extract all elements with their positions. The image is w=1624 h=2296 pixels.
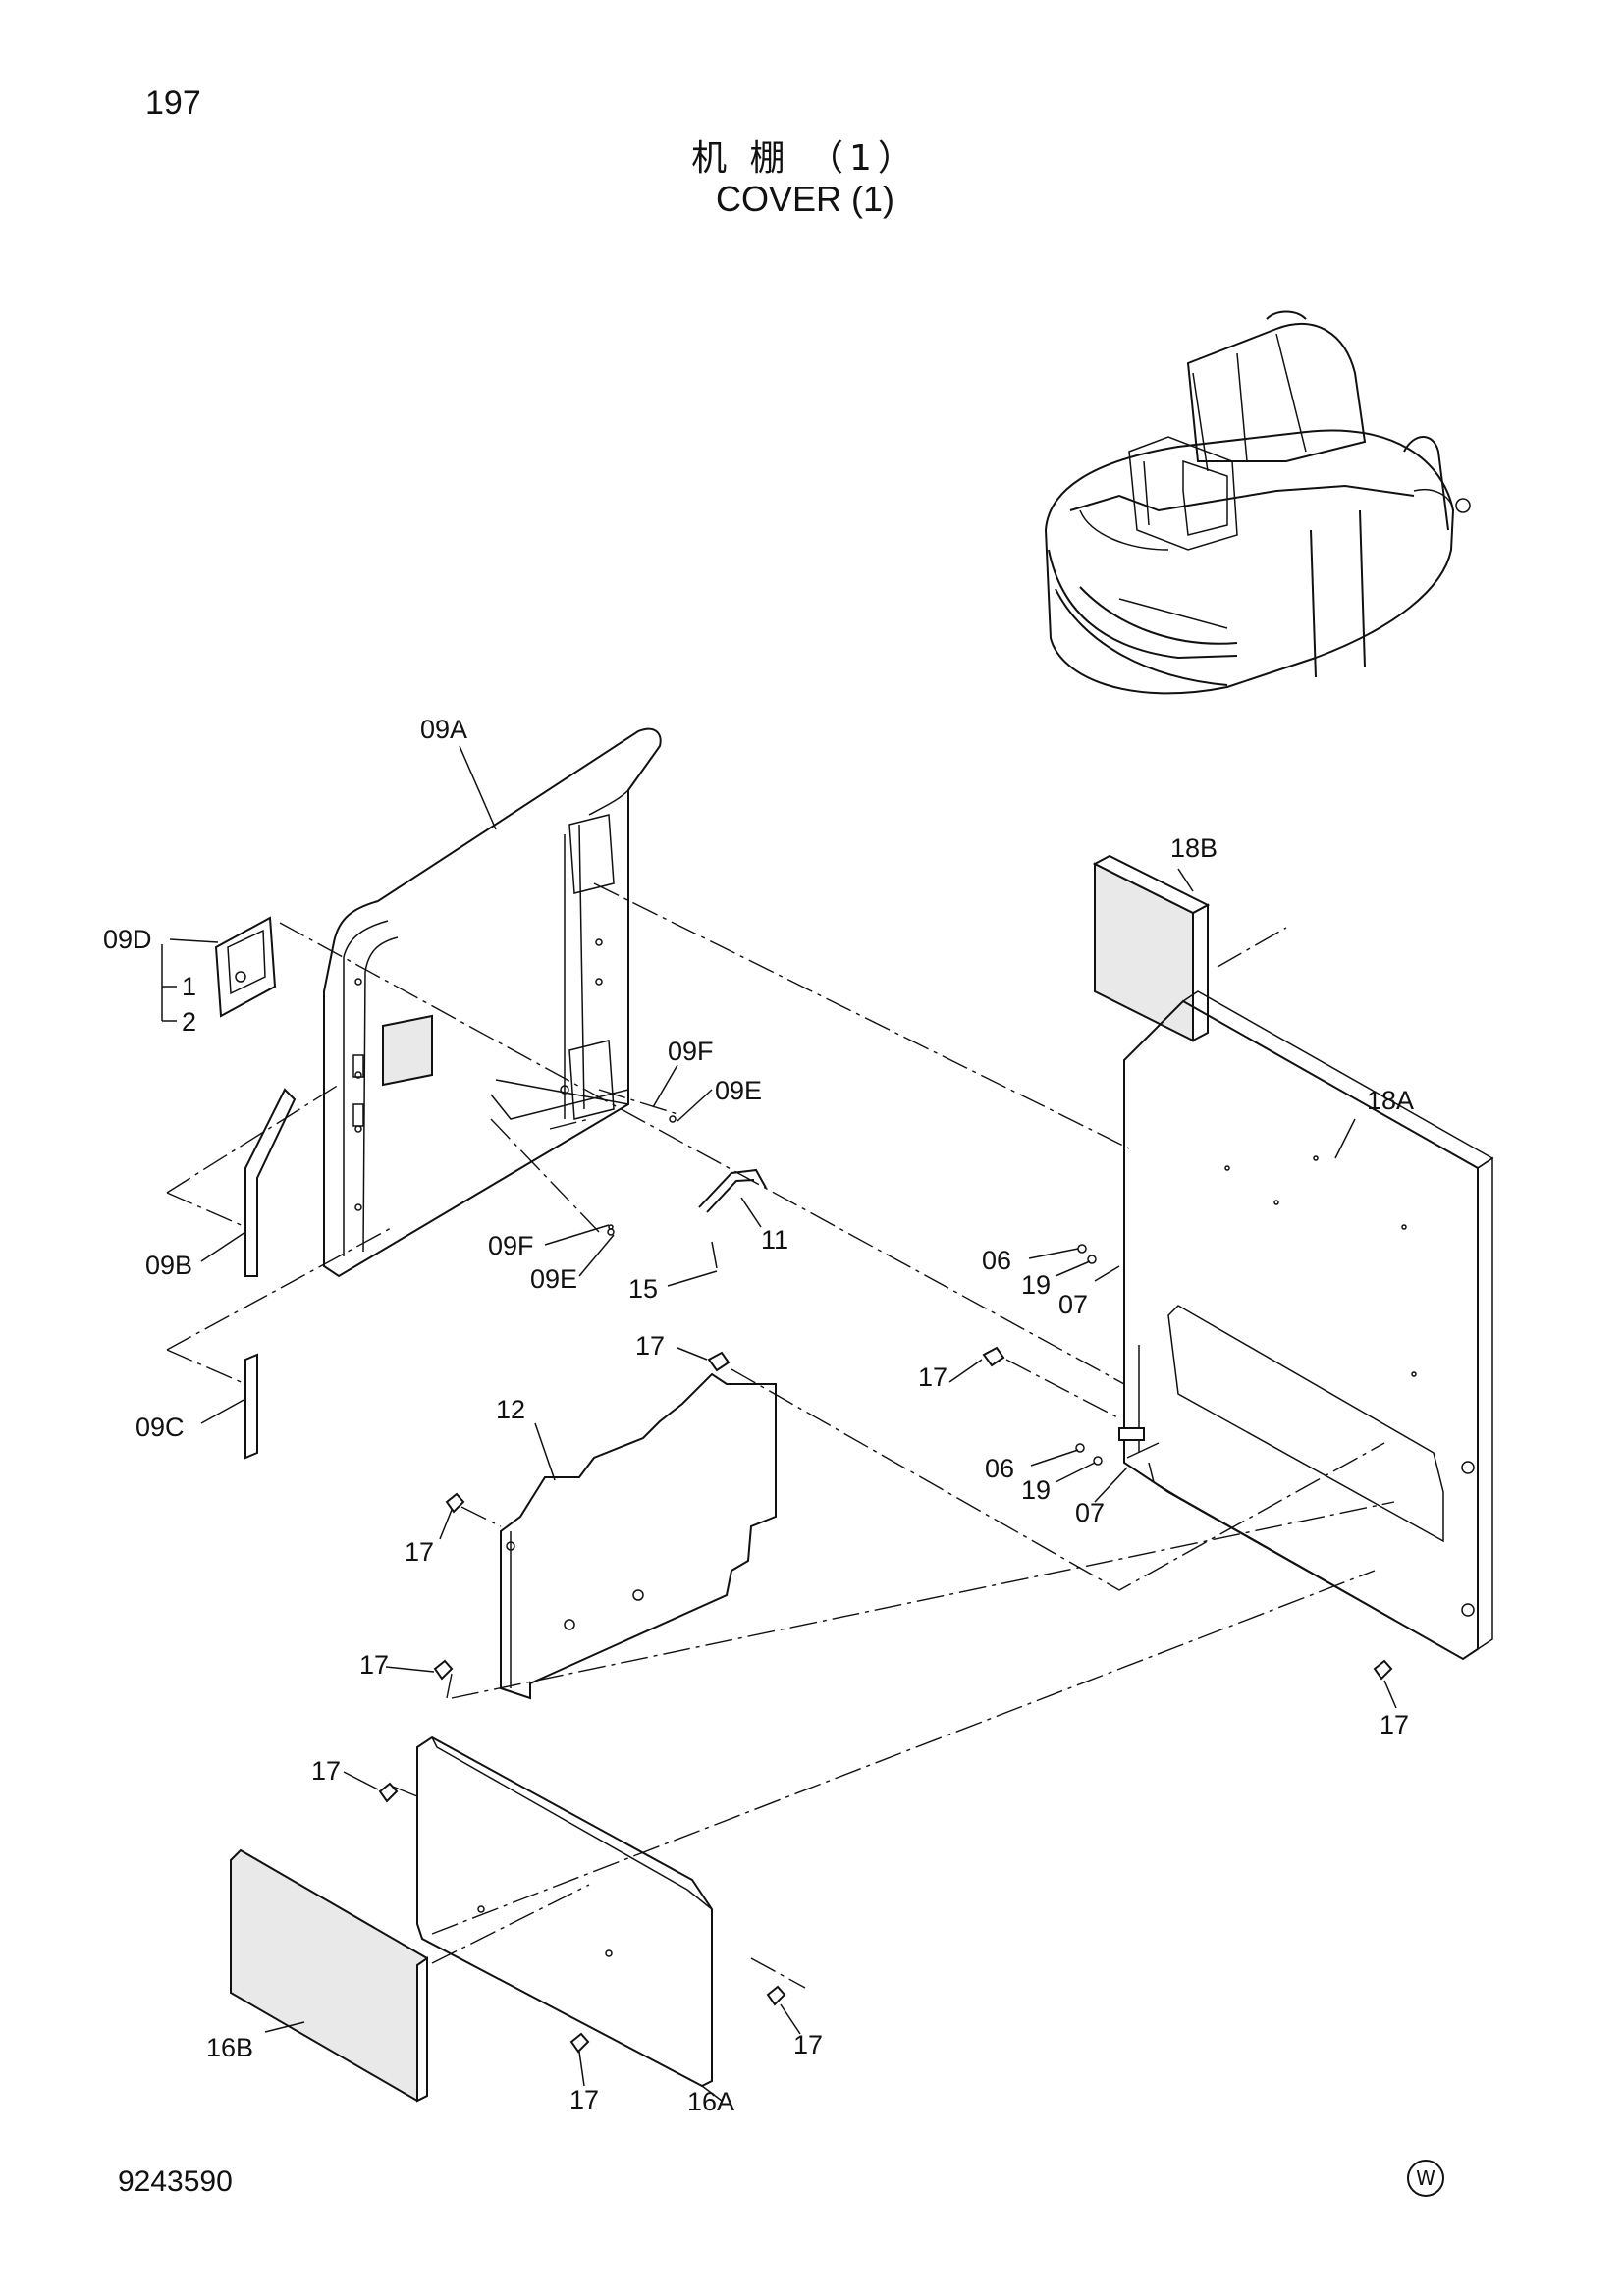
part-16b-pad (230, 1848, 428, 2103)
part-12-plate (500, 1372, 777, 1700)
leader-lines (161, 745, 1397, 2102)
callout-15: 15 (628, 1274, 658, 1304)
callout-19: 19 (1021, 1475, 1051, 1505)
callout-labels: 09A 09D 1 2 09B 09C 09F 09E 09F 09E 11 1… (103, 715, 1414, 2116)
part-11-clip (698, 1168, 767, 1213)
part-18b-pad (1092, 854, 1211, 1042)
callout-09c: 09C (135, 1413, 185, 1442)
callout-17: 17 (359, 1650, 389, 1680)
callout-17: 17 (569, 2085, 599, 2114)
part-18a-side-panel (1118, 990, 1494, 1661)
title-english: COVER (1) (715, 179, 895, 219)
callout-17: 17 (1380, 1710, 1409, 1739)
callout-18a: 18A (1367, 1086, 1414, 1115)
callout-2: 2 (182, 1007, 196, 1037)
page-number: 197 (145, 84, 201, 122)
machine-locator-illustration (1044, 310, 1471, 695)
callout-06: 06 (985, 1454, 1014, 1483)
callout-09e: 09E (530, 1264, 577, 1294)
callout-09d: 09D (103, 925, 152, 954)
callout-17: 17 (918, 1362, 947, 1392)
callout-19: 19 (1021, 1270, 1051, 1300)
callout-09a: 09A (420, 715, 467, 744)
callout-09f: 09F (488, 1231, 534, 1260)
callout-1: 1 (182, 972, 196, 1001)
callout-16a: 16A (687, 2087, 734, 2116)
assembly-lines (166, 882, 1395, 1989)
document-number: 9243590 (118, 2165, 233, 2198)
callout-17: 17 (793, 2030, 823, 2059)
callout-09e: 09E (715, 1076, 762, 1105)
title-chinese: 机 棚 （1） (691, 138, 919, 179)
callout-11: 11 (761, 1225, 788, 1255)
callout-09f: 09F (668, 1037, 714, 1066)
callout-12: 12 (496, 1395, 525, 1424)
callout-06: 06 (982, 1246, 1011, 1275)
callout-18b: 18B (1170, 833, 1218, 863)
part-09d-bracket (214, 916, 277, 1018)
callout-07: 07 (1058, 1290, 1088, 1319)
corner-mark-icon: W (1407, 2160, 1444, 2197)
callout-16b: 16B (206, 2033, 253, 2062)
part-09a-frame-panel (323, 727, 662, 1278)
bolts (378, 1115, 1393, 2054)
callout-09b: 09B (145, 1251, 192, 1280)
callout-17: 17 (311, 1756, 341, 1786)
callout-07: 07 (1075, 1498, 1105, 1527)
callout-17: 17 (405, 1537, 434, 1567)
part-09c-strip (244, 1353, 258, 1460)
callout-17: 17 (635, 1331, 665, 1361)
part-16a-lower-panel (416, 1735, 713, 2088)
part-09b-strip (244, 1088, 297, 1277)
